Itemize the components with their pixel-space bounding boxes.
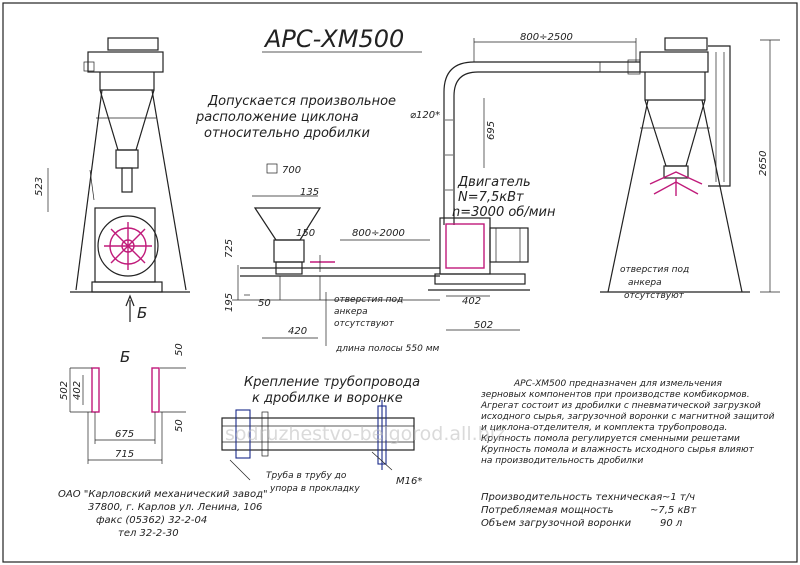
dim-402: 402 [462,296,481,307]
anchor-note-1-line-1: отверстия под [334,295,403,305]
dim-800-2000: 800÷2000 [352,228,405,239]
anchor-note-1-line-3: отсутствуют [334,319,395,329]
description-line-2: зерновых компонентов при производстве ко… [481,390,750,400]
dim-view-b-402: 402 [72,381,83,400]
dim-195: 195 [224,293,235,312]
left-cyclone-assembly [70,37,190,322]
cyclone-note-line-1: Допускается произвольное [207,94,396,109]
dim-view-b-50-bottom: 50 [174,419,185,432]
description-line-3: Агрегат состоит из дробилки с пневматиче… [480,401,761,411]
description-block: АРС-ХМ500 предназначен для измельчения з… [480,379,775,466]
pipe-fixing-detail [221,400,415,481]
description-line-7: Крупность помола и влажность исходного с… [481,445,755,455]
dim-m16: M16* [396,476,422,487]
description-line-5: и циклона-отделителя, и комплекта трубоп… [481,423,727,433]
dim-50-hopper: 50 [258,298,271,309]
spec-label-3: Объем загрузочной воронки [481,517,632,529]
cyclone-note-line-3: относительно дробилки [204,126,370,141]
spec-value-1: ~1 т/ч [662,492,695,503]
dim-695: 695 [486,121,497,140]
motor-speed: n=3000 об/мин [452,205,556,220]
view-b-arrow-label: Б [137,304,147,322]
spec-value-2: ~7,5 кВт [650,505,697,516]
motor-power: N=7,5кВт [458,190,524,205]
view-b-drawing [69,367,186,464]
motor-crusher-unit [428,217,530,331]
spec-label-2: Потребляемая мощность [481,504,614,516]
manufacturer-line-3: факс (05362) 32-2-04 [96,515,207,526]
spec-label-1: Производительность техническая [481,492,662,503]
right-cyclone-assembly [600,37,780,293]
dim-view-b-502: 502 [59,381,70,400]
motor-label: Двигатель [457,175,531,190]
dim-725: 725 [224,239,235,258]
spec-value-3: 90 л [660,518,683,529]
description-line-8: на производительность дробилки [481,456,643,466]
dim-715: 715 [115,449,134,460]
dim-675: 675 [115,429,134,440]
anchor-note-2-line-1: отверстия под [620,265,689,275]
description-line-1: АРС-ХМ500 предназначен для измельчения [513,379,722,389]
watermark: sodruzhestvo-belgorod.all.biz [225,423,505,445]
pneumatic-pipe [443,38,641,225]
dim-800-2500: 800÷2500 [520,32,573,43]
dim-150: 150 [296,228,315,239]
dim-502: 502 [474,320,493,331]
pipe-note-line-2: упора в прокладку [269,484,360,494]
hopper-assembly [232,163,440,301]
dim-view-b-50-top: 50 [174,343,185,356]
description-line-6: Крупность помола регулируется сменными р… [481,434,740,444]
pipe-note-line-1: Труба в трубу до [266,471,347,481]
view-b-title: Б [120,348,130,366]
manufacturer-line-4: тел 32-2-30 [118,528,179,539]
manufacturer-line-1: ОАО "Карловский механический завод" [58,489,268,500]
specs-block: Производительность техническая ~1 т/ч По… [481,492,697,529]
anchor-note-2-line-3: отсутствуют [624,291,685,301]
manufacturer-line-2: 37800, г. Карлов ул. Ленина, 106 [88,502,262,513]
dim-523: 523 [34,177,45,196]
description-line-4: исходного сырья, загрузочной воронки с м… [481,412,775,422]
drawing-title: АРС-ХМ500 [263,25,404,53]
manufacturer-block: ОАО "Карловский механический завод" 3780… [58,489,268,539]
strip-length-note: длина полосы 550 мм [335,344,439,354]
dim-diam-120: ⌀120* [410,110,440,121]
dim-700: 700 [282,165,301,176]
cyclone-note-line-2: расположение циклона [195,110,359,125]
anchor-note-2-line-2: анкера [628,278,662,288]
dim-420: 420 [288,326,307,337]
pipe-fixing-title-line-1: Крепление трубопровода [244,375,420,390]
anchor-note-1-line-2: анкера [334,307,368,317]
dim-2650: 2650 [758,151,769,176]
pipe-fixing-title-line-2: к дробилке и воронке [252,391,403,406]
dim-135: 135 [300,187,319,198]
